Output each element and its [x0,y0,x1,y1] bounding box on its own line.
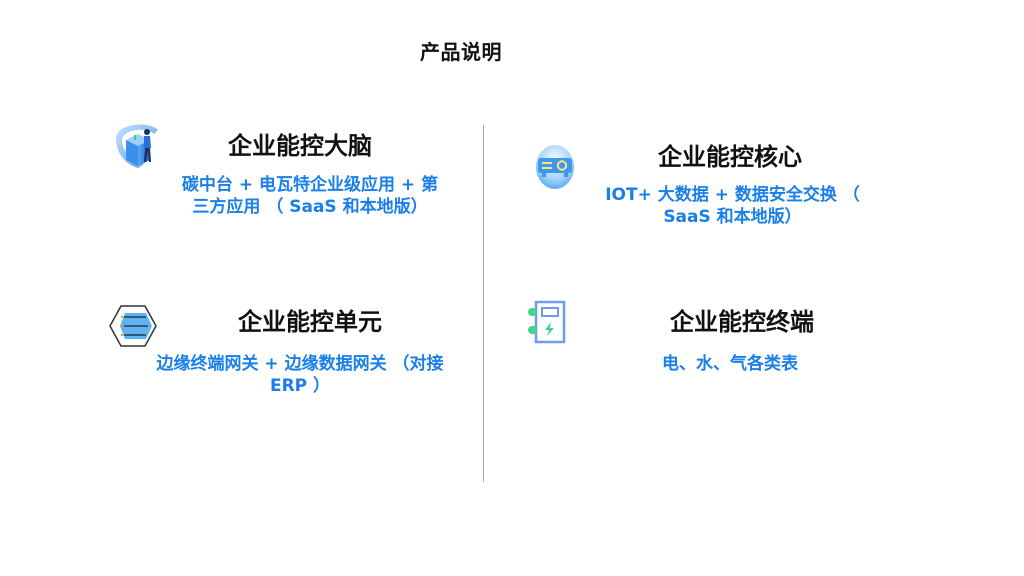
card-description: 碳中台 + 电瓦特企业级应用 + 第三方应用 （ SaaS 和本地版） [181,175,439,217]
hexagon-list-icon [108,304,158,348]
projector-icon [533,143,577,191]
card-title: 企业能控终端 [670,308,814,336]
meter-notebook-icon [528,300,568,346]
center-divider [483,125,484,482]
card-title: 企业能控核心 [658,143,802,171]
card-title: 企业能控大脑 [228,132,372,160]
card-description: 边缘终端网关 + 边缘数据网关 （对接 ERP ） [156,354,444,396]
card-description: 电、水、气各类表 [662,354,798,374]
card-title: 企业能控单元 [238,308,382,336]
page-title: 产品说明 [420,40,502,64]
card-description: IOT+ 大数据 + 数据安全交换 （ SaaS 和本地版） [605,185,860,227]
server-person-icon [108,116,164,172]
